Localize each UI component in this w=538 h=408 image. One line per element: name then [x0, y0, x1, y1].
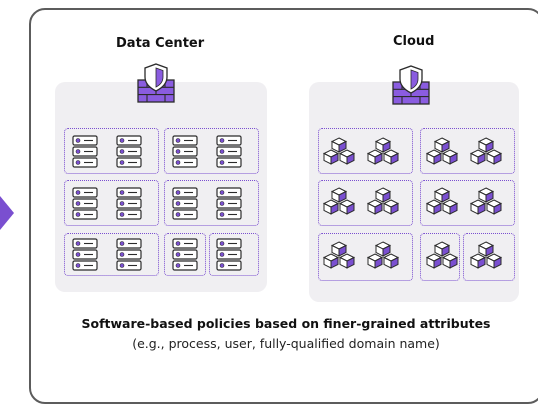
cube-cluster-icon	[469, 186, 503, 222]
server-rack-icon	[216, 135, 242, 173]
dotted-group-boundary	[64, 233, 159, 276]
server-rack-icon	[172, 238, 198, 276]
cube-cluster-icon	[425, 136, 459, 172]
dotted-group-boundary	[318, 233, 413, 281]
dotted-group-boundary	[164, 128, 259, 174]
cube-cluster-icon	[366, 186, 400, 222]
cube-cluster-icon	[366, 136, 400, 172]
dotted-group-boundary	[64, 180, 159, 226]
firewall-shield-icon	[137, 63, 175, 103]
caption-sub: (e.g., process, user, fully-qualified do…	[132, 336, 440, 351]
cube-cluster-icon	[469, 240, 503, 276]
dotted-group-boundary	[64, 128, 159, 174]
firewall-shield-icon	[392, 65, 430, 105]
dotted-group-boundary	[318, 180, 413, 226]
dotted-group-boundary	[420, 233, 460, 281]
cube-cluster-icon	[366, 240, 400, 276]
server-rack-icon	[216, 238, 242, 276]
dotted-group-boundary	[164, 233, 206, 276]
server-rack-icon	[216, 187, 242, 225]
cube-cluster-icon	[425, 186, 459, 222]
cube-cluster-icon	[425, 240, 459, 276]
caption-main: Software-based policies based on finer-g…	[81, 316, 491, 331]
cloud-title: Cloud	[393, 34, 435, 49]
dotted-group-boundary	[463, 233, 515, 281]
dotted-group-boundary	[164, 180, 259, 226]
cube-cluster-icon	[322, 136, 356, 172]
dotted-group-boundary	[420, 180, 515, 226]
server-rack-icon	[172, 187, 198, 225]
server-rack-icon	[116, 238, 142, 276]
server-rack-icon	[72, 187, 98, 225]
dotted-group-boundary	[420, 128, 515, 174]
cube-cluster-icon	[322, 240, 356, 276]
server-rack-icon	[72, 135, 98, 173]
server-rack-icon	[172, 135, 198, 173]
chevron-right-arrow-icon	[0, 196, 14, 230]
data-center-title: Data Center	[116, 36, 205, 51]
dotted-group-boundary	[209, 233, 259, 276]
server-rack-icon	[72, 238, 98, 276]
server-rack-icon	[116, 135, 142, 173]
dotted-group-boundary	[318, 128, 413, 174]
cube-cluster-icon	[322, 186, 356, 222]
cube-cluster-icon	[469, 136, 503, 172]
server-rack-icon	[116, 187, 142, 225]
